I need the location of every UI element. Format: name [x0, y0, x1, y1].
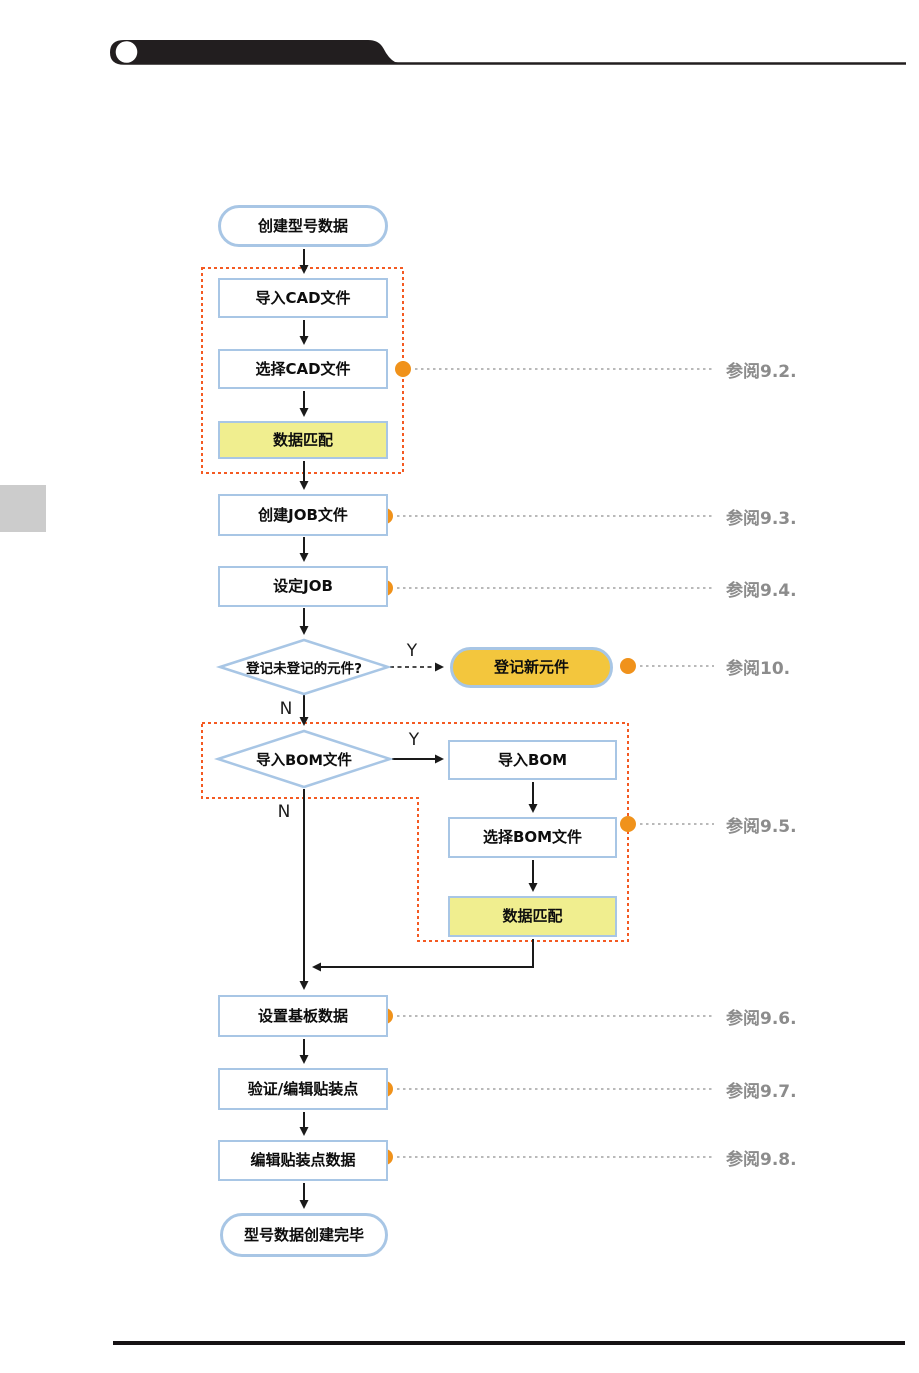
- arrow-data-match2-merge: [312, 939, 534, 972]
- branch-label-no-1: N: [279, 699, 293, 719]
- reference-label-9-5: 参阅9.5.: [726, 816, 797, 837]
- cad-group-border: [201, 267, 404, 474]
- flow-node-end: 型号数据创建完毕: [220, 1213, 388, 1257]
- decision-unregistered-label: 登记未登记的元件?: [246, 661, 362, 677]
- decision-unregistered-shape: [215, 638, 393, 696]
- flow-node-import-cad: 导入CAD文件: [218, 278, 388, 318]
- decision-import-bom-shape: [213, 729, 395, 789]
- reference-label-9-7: 参阅9.7.: [726, 1081, 797, 1102]
- flow-node-import-bom: 导入BOM: [448, 740, 617, 780]
- decision-import-bom-label: 导入BOM文件: [256, 752, 352, 769]
- flow-node-edit-point-data: 编辑贴装点数据: [218, 1140, 388, 1181]
- header-banner-hole-icon: [115, 41, 138, 63]
- flow-node-select-cad: 选择CAD文件: [218, 349, 388, 389]
- ref-dot-select-bom: [620, 816, 636, 832]
- reference-label-9-2: 参阅9.2.: [726, 361, 797, 382]
- flow-node-register-new-component: 登记新元件: [450, 647, 613, 688]
- reference-label-9-6: 参阅9.6.: [726, 1008, 797, 1029]
- ref-dot-register-new: [620, 658, 636, 674]
- reference-label-9-8: 参阅9.8.: [726, 1149, 797, 1170]
- flow-node-verify-edit-points: 验证/编辑贴装点: [218, 1068, 388, 1110]
- ref-dot-select-cad: [395, 361, 411, 377]
- branch-label-yes-1: Y: [406, 641, 418, 661]
- page-footer-rule: [113, 1341, 905, 1345]
- bom-group-border: [201, 722, 629, 942]
- page-edge-tab: [0, 485, 46, 532]
- flow-node-create-job: 创建JOB文件: [218, 494, 388, 536]
- branch-label-no-2: N: [277, 802, 291, 822]
- flow-node-set-board-data: 设置基板数据: [218, 995, 388, 1037]
- flow-node-select-bom: 选择BOM文件: [448, 817, 617, 858]
- reference-label-10: 参阅10.: [726, 658, 791, 679]
- reference-label-9-4: 参阅9.4.: [726, 580, 797, 601]
- reference-label-9-3: 参阅9.3.: [726, 508, 797, 529]
- flow-node-data-match-cad: 数据匹配: [218, 421, 388, 459]
- flow-node-set-job: 设定JOB: [218, 566, 388, 607]
- branch-label-yes-2: Y: [408, 730, 420, 750]
- flow-node-start: 创建型号数据: [218, 205, 388, 247]
- flow-node-data-match-bom: 数据匹配: [448, 896, 617, 937]
- header-banner-shape: [110, 40, 906, 65]
